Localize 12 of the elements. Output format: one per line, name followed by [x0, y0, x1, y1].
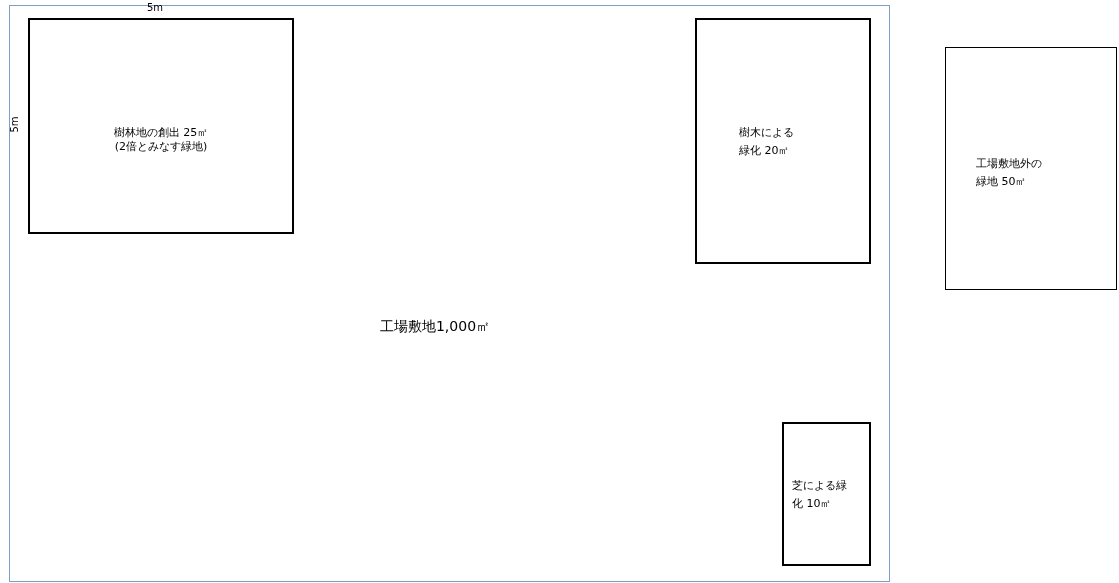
area-box	[695, 18, 871, 264]
area-box	[945, 47, 1117, 290]
area-box	[782, 422, 871, 566]
dimension-label: 5m	[8, 116, 20, 133]
area-label: 工場敷地1,000㎡	[378, 317, 492, 336]
area-label: 樹林地の創出 25㎡	[112, 126, 210, 140]
area-label: 工場敷地外の緑地 50㎡	[976, 156, 1043, 190]
area-label: 樹木による緑化 20㎡	[739, 125, 795, 159]
area-box	[28, 18, 294, 234]
area-box	[9, 5, 890, 582]
area-label: 芝による緑化 10㎡	[792, 478, 848, 512]
area-label: (2倍とみなす緑地)	[113, 140, 209, 154]
